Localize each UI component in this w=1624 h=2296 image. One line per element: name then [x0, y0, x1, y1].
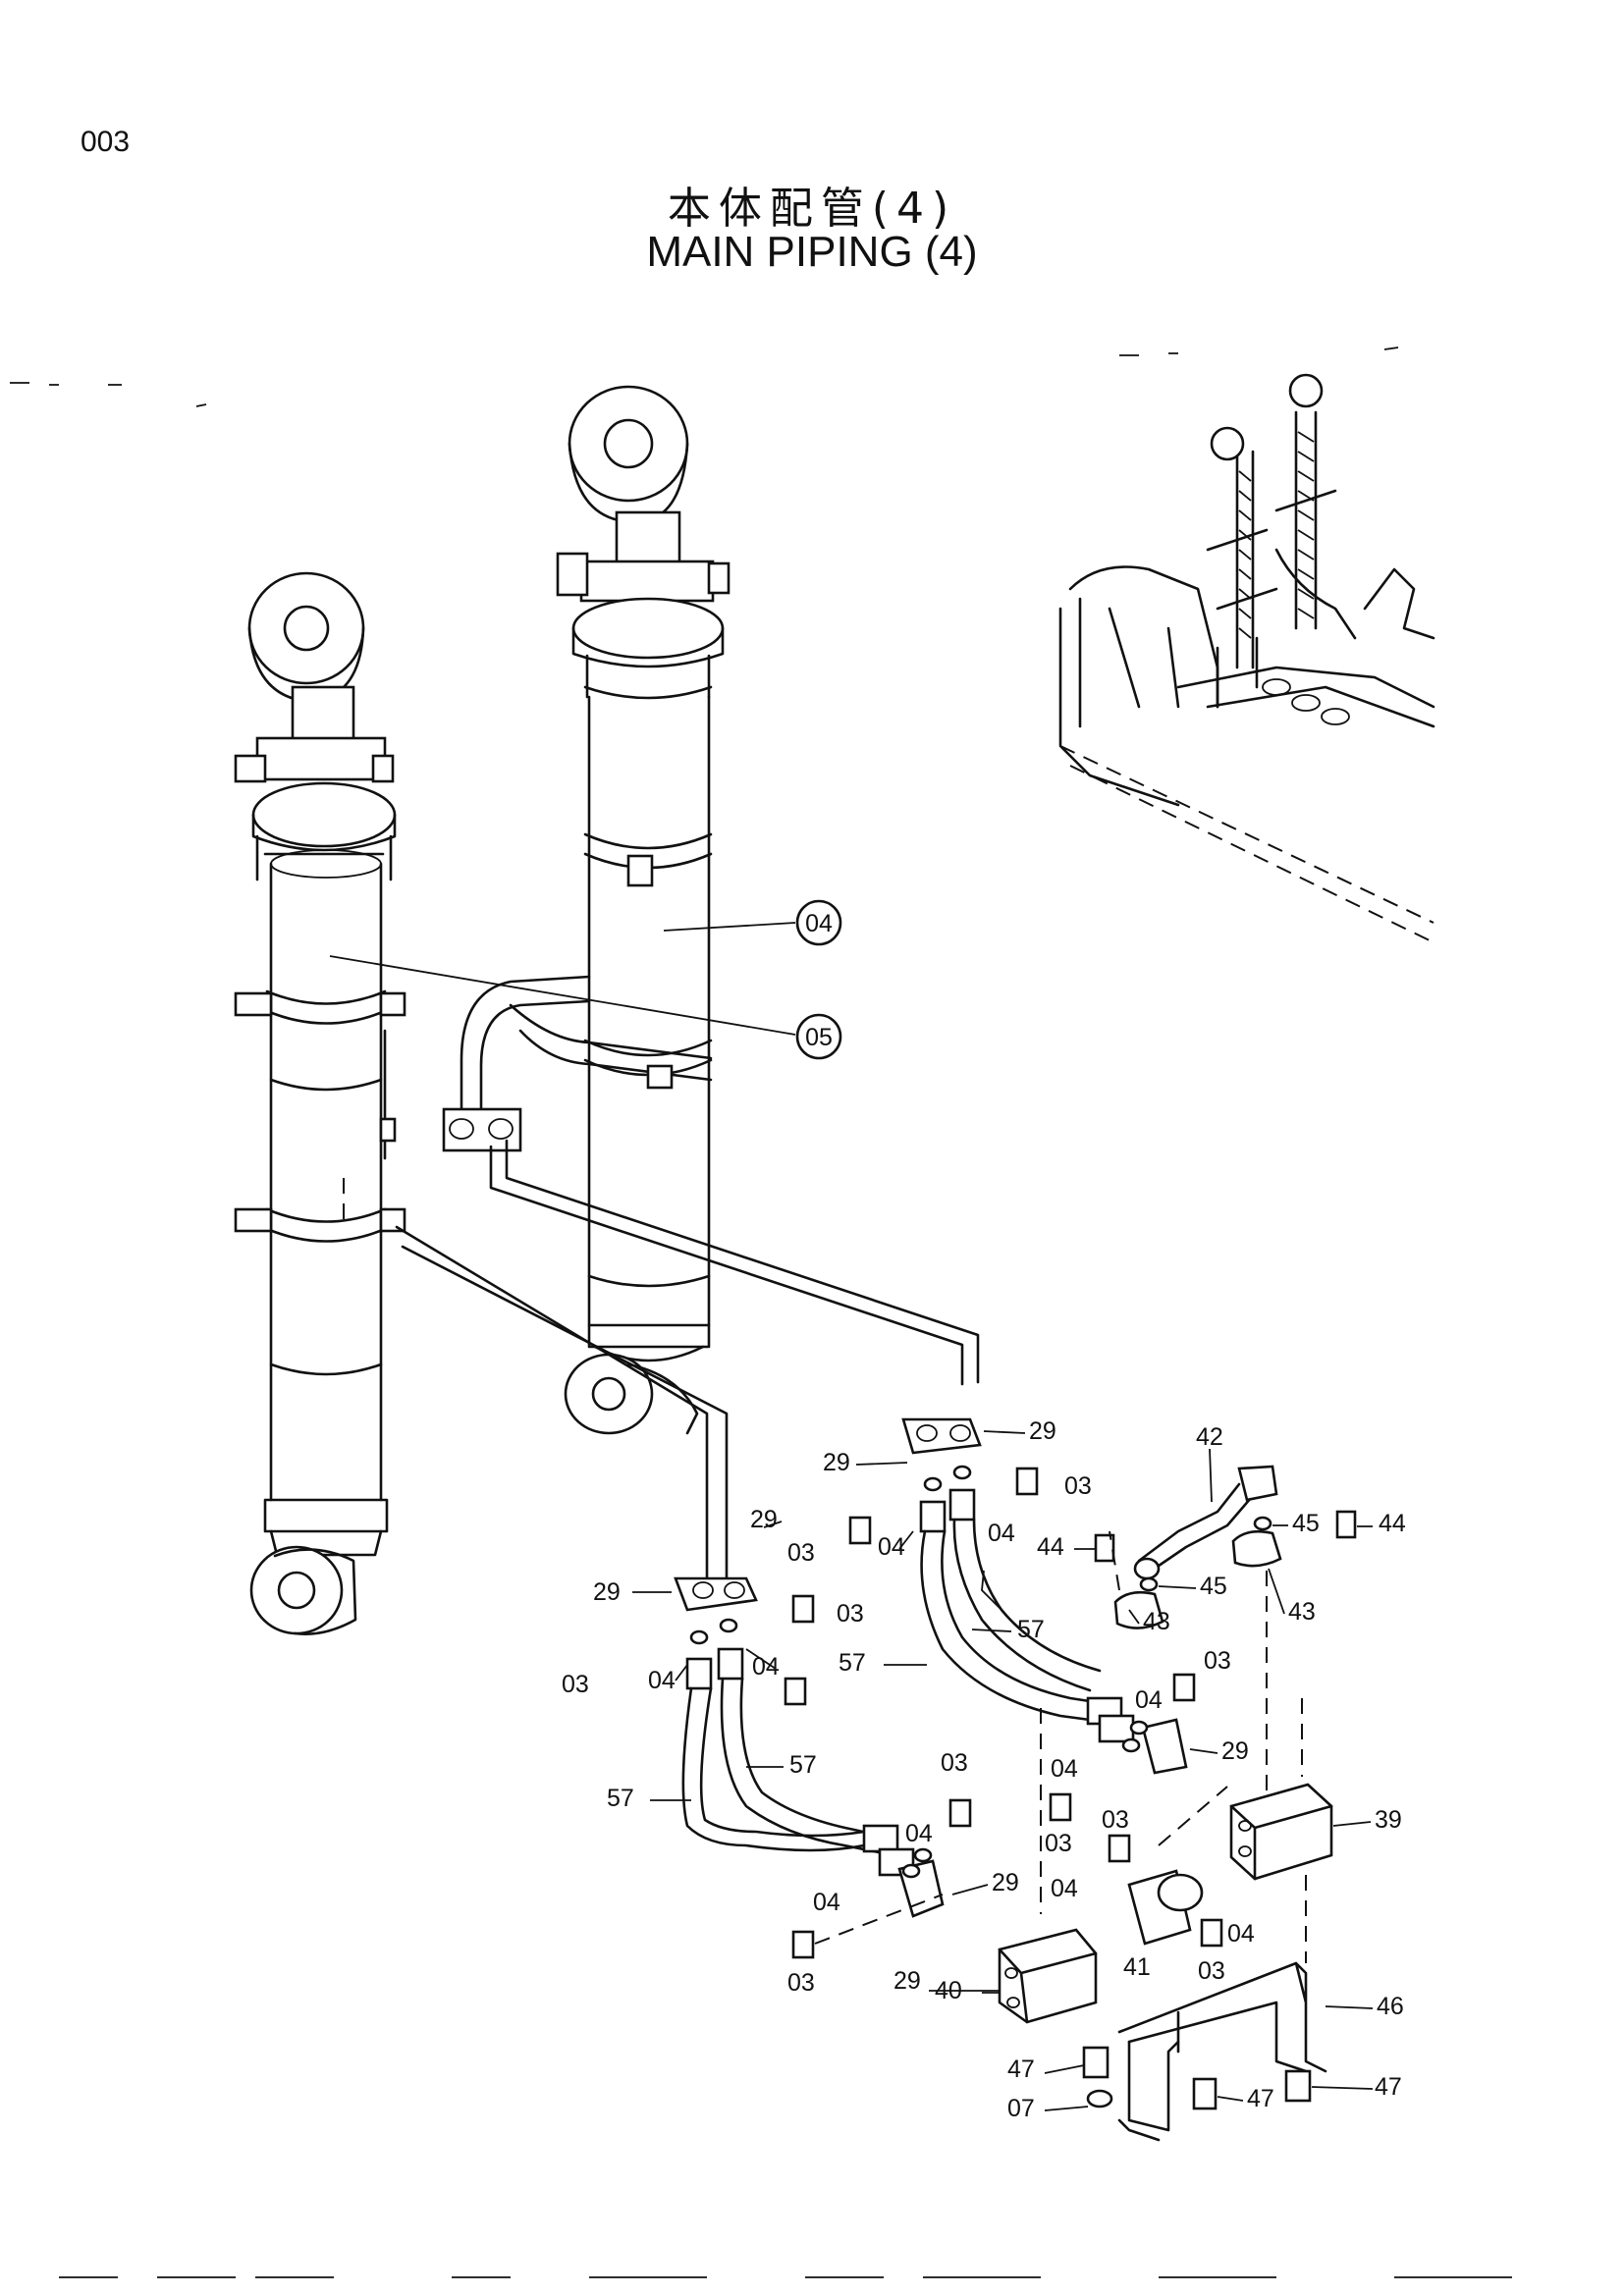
part-labels: 29 29 29 29 29 29 29 03 03 03 03 03 03 0…	[562, 1417, 1406, 2122]
page-title-english: MAIN PIPING (4)	[646, 228, 978, 276]
lower-fittings	[674, 1417, 1357, 2142]
right-hydraulic-cylinder	[556, 385, 731, 1435]
part-label-04: 04	[813, 1889, 840, 1916]
part-label-29: 29	[1029, 1417, 1056, 1445]
callout-04: 04	[663, 899, 842, 946]
part-label-04: 04	[1227, 1920, 1255, 1948]
part-label-03: 03	[1064, 1472, 1092, 1500]
part-label-29: 29	[823, 1449, 850, 1476]
part-label-41: 41	[1123, 1953, 1151, 1981]
callout-04-label: 04	[805, 910, 833, 937]
part-label-03: 03	[941, 1749, 968, 1777]
leader-lines	[632, 1430, 1374, 2111]
part-label-47: 47	[1375, 2073, 1402, 2101]
part-label-57: 57	[1017, 1616, 1045, 1643]
page-number: 003	[81, 126, 131, 158]
steel-pipes	[395, 975, 980, 1582]
part-label-46: 46	[1377, 1993, 1404, 2020]
part-label-03: 03	[837, 1600, 864, 1628]
part-label-03: 03	[1204, 1647, 1231, 1675]
part-label-04: 04	[1051, 1755, 1078, 1783]
callout-05-label: 05	[805, 1024, 833, 1051]
part-label-43: 43	[1143, 1608, 1170, 1635]
part-label-29: 29	[992, 1869, 1019, 1896]
part-label-03: 03	[562, 1671, 589, 1698]
part-label-47: 47	[1007, 2056, 1035, 2083]
part-label-07: 07	[1007, 2095, 1035, 2122]
part-label-04: 04	[1135, 1686, 1163, 1714]
part-label-03: 03	[1045, 1830, 1072, 1857]
part-label-04: 04	[648, 1667, 676, 1694]
part-label-44: 44	[1037, 1533, 1064, 1561]
inset-machine-view	[1058, 373, 1435, 943]
part-label-03: 03	[1198, 1957, 1225, 1985]
callout-05: 05	[329, 955, 842, 1060]
part-label-04: 04	[988, 1520, 1015, 1547]
part-label-43: 43	[1288, 1598, 1316, 1626]
part-label-57: 57	[789, 1751, 817, 1779]
part-label-29: 29	[1221, 1737, 1249, 1765]
part-label-57: 57	[839, 1649, 866, 1677]
part-label-57: 57	[607, 1785, 634, 1812]
part-label-45: 45	[1200, 1573, 1227, 1600]
part-label-29: 29	[593, 1578, 621, 1606]
page-title-japanese: 本体配管(4)	[667, 184, 957, 234]
part-label-04: 04	[752, 1653, 780, 1681]
part-label-44: 44	[1379, 1510, 1406, 1537]
part-label-29: 29	[750, 1506, 778, 1533]
left-hydraulic-cylinder	[234, 571, 406, 1635]
part-label-03: 03	[787, 1539, 815, 1567]
part-label-03: 03	[787, 1969, 815, 1997]
part-label-04: 04	[905, 1820, 933, 1847]
part-label-04: 04	[1051, 1875, 1078, 1902]
part-label-42: 42	[1196, 1423, 1223, 1451]
part-label-45: 45	[1292, 1510, 1320, 1537]
part-label-39: 39	[1375, 1806, 1402, 1834]
part-label-47: 47	[1247, 2085, 1274, 2112]
part-label-29: 29	[893, 1967, 921, 1995]
part-label-03: 03	[1102, 1806, 1129, 1834]
scan-artifacts	[10, 347, 1512, 2278]
